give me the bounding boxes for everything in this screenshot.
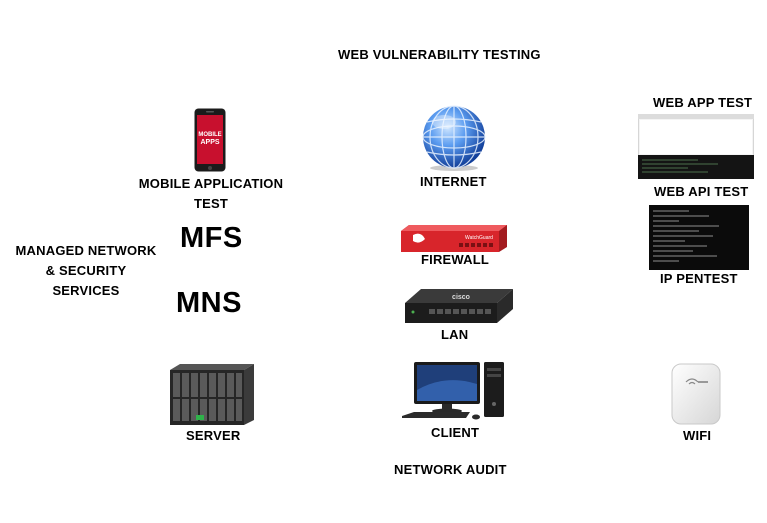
network-audit-title: NETWORK AUDIT <box>394 462 507 477</box>
ip-pentest-label: IP PENTEST <box>660 271 738 286</box>
managed-services-label: MANAGED NETWORK & SECURITY SERVICES <box>10 241 162 301</box>
mns-label: MNS <box>176 287 242 319</box>
terminal-screenshot-icon <box>649 205 749 275</box>
managed-label-line-2: & SECURITY <box>45 263 127 278</box>
internet-label: INTERNET <box>420 174 487 189</box>
mobile-application-label: MOBILE APPLICATION TEST <box>136 174 286 214</box>
managed-label-line-1: MANAGED NETWORK <box>15 243 157 258</box>
lan-switch-icon: cisco <box>403 285 515 332</box>
lan-label: LAN <box>441 327 469 342</box>
client-label: CLIENT <box>431 425 480 440</box>
mobile-label-line-1: MOBILE APPLICATION <box>138 176 284 191</box>
firewall-brand-text: WatchGuard <box>465 235 493 241</box>
mfs-label: MFS <box>180 222 243 254</box>
server-label: SERVER <box>186 428 241 443</box>
firewall-label: FIREWALL <box>421 252 490 267</box>
wifi-access-point-icon <box>670 362 722 431</box>
web-vulnerability-testing-title: WEB VULNERABILITY TESTING <box>338 47 541 62</box>
client-computer-icon <box>400 360 506 427</box>
phone-screen-line-1: MOBILE <box>198 132 221 138</box>
wifi-label: WIFI <box>683 428 712 443</box>
mobile-label-line-2: TEST <box>193 196 229 211</box>
phone-screen-line-2: APPS <box>200 139 219 146</box>
managed-label-line-3: SERVICES <box>52 283 120 298</box>
server-rack-icon <box>168 362 256 431</box>
web-app-test-label: WEB APP TEST <box>653 95 753 110</box>
firewall-appliance-icon: WatchGuard <box>399 223 509 258</box>
mobile-phone-icon: MOBILE APPS <box>194 108 226 177</box>
switch-brand-text: cisco <box>452 294 470 301</box>
web-app-screenshot-icon <box>637 113 755 184</box>
internet-globe-icon <box>418 102 490 177</box>
web-api-test-label: WEB API TEST <box>654 184 749 199</box>
